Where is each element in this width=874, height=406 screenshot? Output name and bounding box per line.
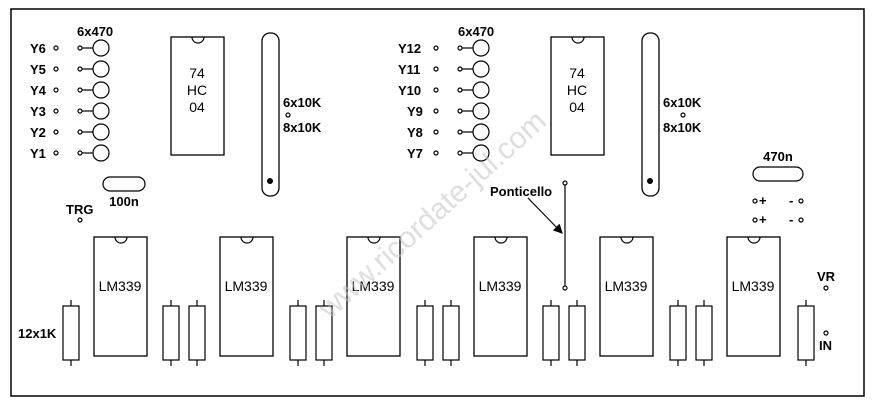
pin-label-y8: Y8 (407, 125, 423, 140)
right-hc04-chip: 74 HC 04 (550, 36, 605, 156)
in-pad (823, 330, 829, 336)
right-network-label-1: 6x10K (663, 95, 702, 110)
lm339-label-4: LM339 (479, 278, 522, 294)
resistor-12x1k-label: 12x1K (18, 326, 57, 341)
pin-label-y3: Y3 (30, 104, 46, 119)
right-network-label-2: 8x10K (663, 120, 702, 135)
left-resistor-array (53, 39, 110, 162)
left-chip-line-3: 04 (189, 99, 205, 115)
right-resistor-label: 6x470 (458, 24, 494, 39)
capacitor-470n (752, 166, 804, 182)
lm339-chip-3: LM339 (346, 236, 401, 357)
lm339-chip-2: LM339 (219, 236, 274, 357)
right-sip-network (641, 32, 660, 197)
right-network-pad (680, 112, 686, 118)
power-label-1: + (759, 193, 767, 208)
board-outline (10, 8, 865, 397)
lm339-chip-6: LM339 (726, 236, 781, 357)
left-network-label-2: 8x10K (283, 120, 322, 135)
trg-pad (77, 217, 83, 223)
left-chip-line-1: 74 (189, 65, 205, 81)
pin-label-y7: Y7 (407, 146, 423, 161)
capacitor-100n-label: 100n (109, 194, 139, 209)
lm339-label-2: LM339 (225, 278, 268, 294)
capacitor-100n (102, 176, 146, 192)
right-chip-line-3: 04 (569, 99, 585, 115)
pin-label-y11: Y11 (398, 62, 420, 77)
power-terminals: + - + - (752, 193, 804, 227)
lm339-chip-1: LM339 (93, 236, 148, 357)
power-label-2: - (789, 193, 793, 208)
right-resistor-array (433, 39, 490, 162)
power-label-4: - (789, 212, 793, 227)
right-chip-line-2: HC (567, 82, 587, 98)
right-pin-labels: Y12 Y11 Y10 Y9 Y8 Y7 (398, 41, 423, 161)
pin-label-y6: Y6 (30, 41, 46, 56)
vr-label: VR (817, 269, 836, 284)
pin-label-y5: Y5 (30, 62, 46, 77)
lm339-chip-5: LM339 (599, 236, 654, 357)
jumper-label: Ponticello (490, 184, 552, 199)
power-label-3: + (759, 212, 767, 227)
left-resistor-label: 6x470 (77, 24, 113, 39)
vr-pad (823, 285, 829, 291)
pin-label-y1: Y1 (30, 146, 46, 161)
trg-label: TRG (66, 202, 93, 217)
pin-label-y2: Y2 (30, 125, 46, 140)
pin-label-y10: Y10 (398, 83, 421, 98)
jumper-arrow (527, 197, 563, 234)
pin-label-y9: Y9 (407, 104, 423, 119)
lm339-label-3: LM339 (352, 278, 395, 294)
pin-label-y12: Y12 (398, 41, 421, 56)
right-chip-line-1: 74 (569, 65, 585, 81)
capacitor-470n-label: 470n (763, 149, 793, 164)
left-pin-labels: Y6 Y5 Y4 Y3 Y2 Y1 (30, 41, 47, 161)
lm339-label-6: LM339 (732, 278, 775, 294)
left-network-label-1: 6x10K (283, 95, 322, 110)
left-hc04-chip: 74 HC 04 (170, 36, 225, 156)
lm339-label-5: LM339 (605, 278, 648, 294)
left-network-pad (285, 112, 291, 118)
lm339-chip-4: LM339 (473, 236, 528, 357)
jumper-wire (562, 180, 568, 291)
pin-label-y4: Y4 (30, 83, 47, 98)
left-chip-line-2: HC (187, 82, 207, 98)
left-sip-network (261, 32, 280, 197)
in-label: IN (819, 338, 832, 353)
lm339-label-1: LM339 (99, 278, 142, 294)
resistor-1k-array (62, 300, 815, 366)
